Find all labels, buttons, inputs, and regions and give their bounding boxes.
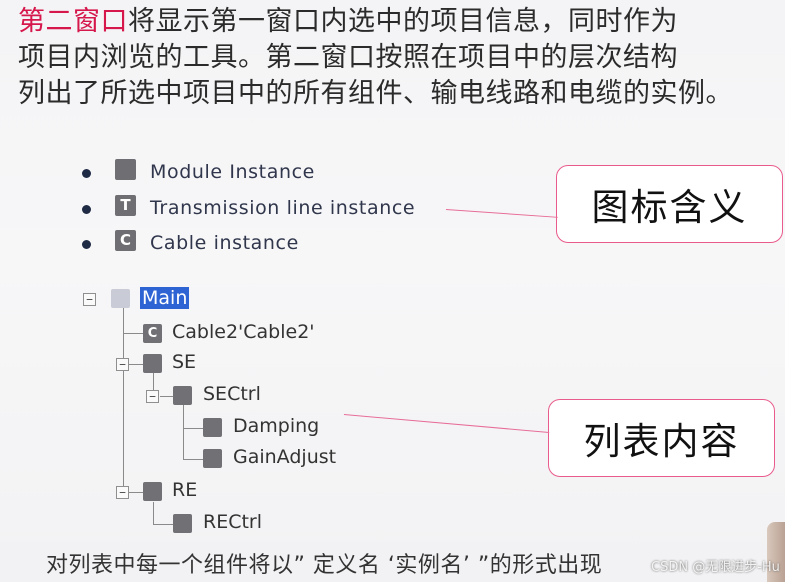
cable-icon: C <box>143 324 162 343</box>
tree-connector <box>123 308 124 492</box>
highlight-term: 第二窗口 <box>18 6 128 37</box>
tree-node-damping[interactable]: Damping <box>233 415 320 437</box>
module-icon <box>173 386 192 405</box>
watermark: CSDN @无限进步-Hu <box>651 560 780 575</box>
intro-line-3: 列出了所选中项目中的所有组件、输电线路和电缆的实例。 <box>18 78 733 109</box>
tree-node-gainadjust[interactable]: GainAdjust <box>233 446 337 468</box>
collapse-toggle-sectrl[interactable]: − <box>146 390 159 403</box>
tree-connector <box>183 428 203 429</box>
tree-connector <box>129 492 143 493</box>
callout-pointer <box>343 414 550 433</box>
bullet-icon <box>82 240 91 249</box>
transmission-icon: T <box>115 195 136 216</box>
module-icon <box>203 449 222 468</box>
footer-caption: 对列表中每一个组件将以” 定义名 ‘实例名’ ”的形式出现 <box>46 553 603 578</box>
tree-connector <box>160 396 173 397</box>
legend-label: Module Instance <box>150 161 315 183</box>
intro-line-1: 第二窗口将显示第一窗口内选中的项目信息，同时作为 <box>18 4 778 40</box>
collapse-toggle-re[interactable]: − <box>116 486 129 499</box>
module-icon <box>143 354 162 373</box>
module-icon <box>203 418 222 437</box>
tree-node-sectrl[interactable]: SECtrl <box>203 383 261 405</box>
tree-node-main[interactable]: Main <box>140 287 190 309</box>
callout-pointer <box>445 209 558 218</box>
legend-label: Cable instance <box>150 232 299 254</box>
bullet-icon <box>82 205 91 214</box>
module-icon <box>115 159 136 180</box>
tree-node-cable2[interactable]: Cable2'Cable2' <box>172 321 315 343</box>
callout-icon-meaning: 图标含义 <box>556 165 783 243</box>
tree-connector <box>153 502 154 524</box>
module-icon <box>173 514 192 533</box>
callout-list-content: 列表内容 <box>548 399 775 477</box>
cable-icon: C <box>115 230 136 251</box>
tree-connector <box>153 371 154 396</box>
module-icon <box>111 289 130 308</box>
module-icon <box>143 482 162 501</box>
tree-node-rectrl[interactable]: RECtrl <box>203 511 263 533</box>
intro-line-1-text: 将显示第一窗口内选中的项目信息，同时作为 <box>128 6 678 37</box>
corner-edge <box>767 522 785 582</box>
tree-node-se[interactable]: SE <box>172 351 197 373</box>
tree-node-re[interactable]: RE <box>172 479 198 501</box>
bullet-icon <box>82 169 91 178</box>
tree-connector <box>123 333 143 334</box>
tree-connector <box>183 459 203 460</box>
tree-connector <box>183 405 184 459</box>
collapse-toggle-main[interactable]: − <box>83 293 96 306</box>
legend-label: Transmission line instance <box>150 197 416 219</box>
intro-paragraph: 第二窗口将显示第一窗口内选中的项目信息，同时作为 项目内浏览的工具。第二窗口按照… <box>18 4 778 112</box>
intro-line-2: 项目内浏览的工具。第二窗口按照在项目中的层次结构 <box>18 42 678 73</box>
collapse-toggle-se[interactable]: − <box>116 358 129 371</box>
tree-connector <box>129 364 143 365</box>
tree-connector <box>153 524 173 525</box>
